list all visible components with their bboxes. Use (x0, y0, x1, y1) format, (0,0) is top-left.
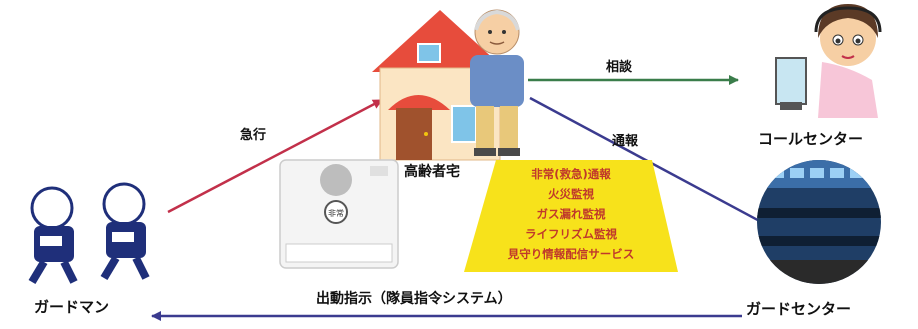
service-item: 非常(救急)通報 (531, 167, 611, 181)
report-arrow (529, 96, 781, 234)
dispatch-label: 出動指示（隊員指令システム） (316, 291, 512, 307)
elderly-man-icon (470, 9, 524, 156)
consult-label: 相談 (606, 60, 633, 75)
guardman-icon (28, 182, 150, 285)
call-center-label: コールセンター (758, 130, 864, 148)
service-item: ライフリズム監視 (525, 227, 617, 241)
report-label: 通報 (612, 134, 639, 149)
rush-arrow (167, 98, 383, 214)
service-item: 火災監視 (548, 187, 594, 201)
guard-center-photo (757, 160, 881, 284)
device-button-label: 非常 (328, 208, 344, 218)
home-label: 高齢者宅 (404, 164, 460, 180)
guardman-label: ガードマン (34, 298, 110, 316)
alarm-device (279, 159, 399, 269)
guard-center-label: ガードセンター (746, 300, 852, 318)
service-item: ガス漏れ監視 (536, 207, 606, 221)
service-item: 見守り情報配信サービス (507, 247, 635, 261)
operator-icon (775, 4, 882, 118)
house-icon (372, 10, 508, 161)
service-list: 非常(救急)通報 火災監視 ガス漏れ監視 ライフリズム監視 見守り情報配信サービ… (464, 164, 678, 270)
rush-label: 急行 (240, 128, 267, 143)
service-panel-bg (464, 160, 678, 272)
